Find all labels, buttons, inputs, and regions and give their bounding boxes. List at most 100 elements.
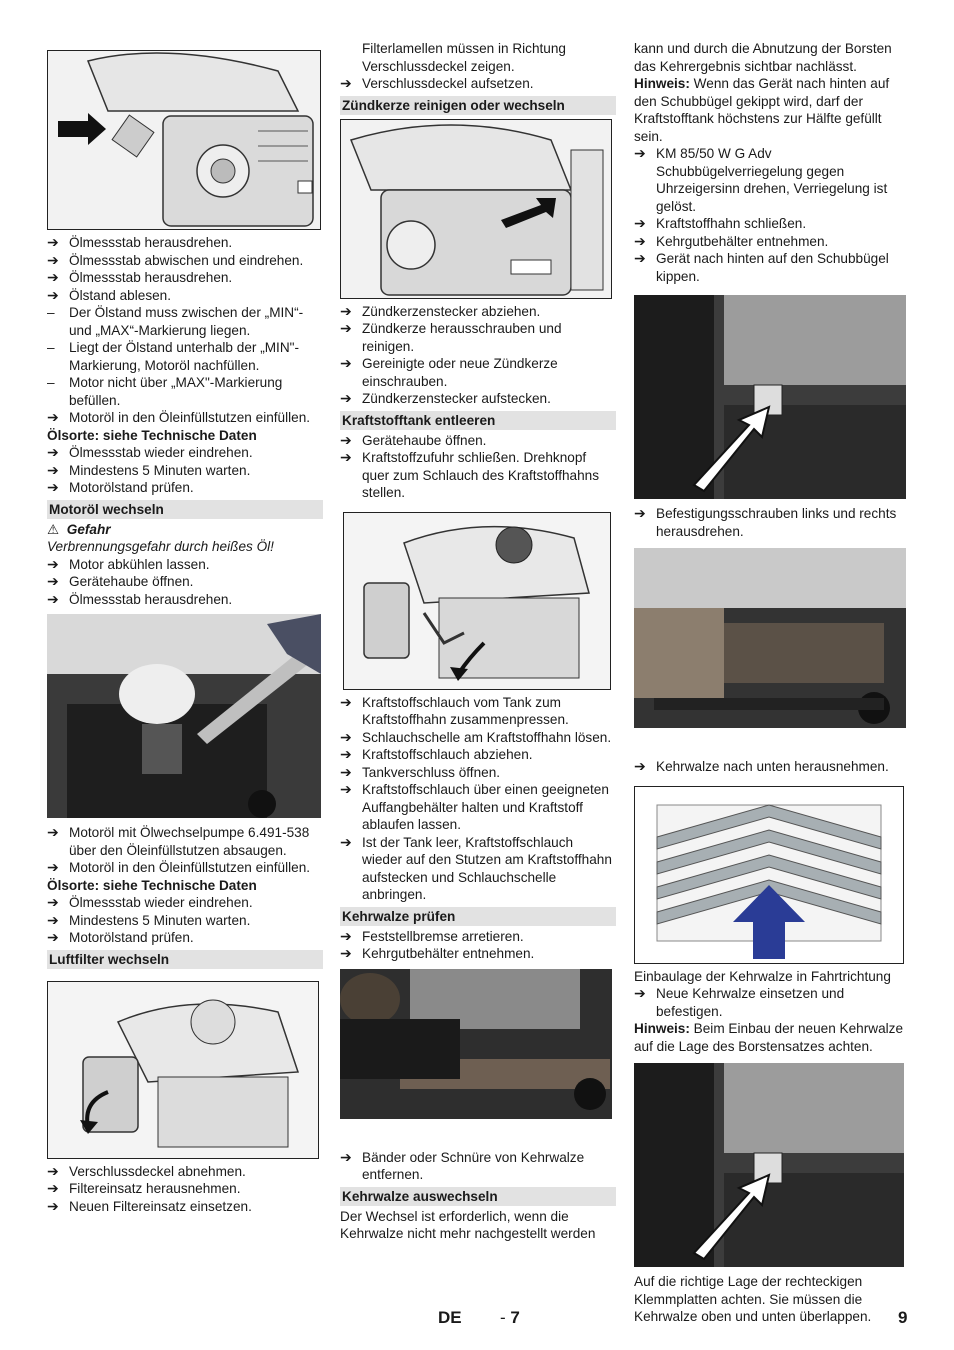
step-item: ➔Zündkerzenstecker abziehen. bbox=[340, 302, 541, 319]
steps-check-oil: ➔Ölmessstab herausdrehen. ➔Ölmessstab ab… bbox=[47, 234, 323, 497]
arrow-right-icon: ➔ bbox=[47, 461, 59, 478]
note-bristles: Hinweis: Beim Einbau der neuen Kehrwalze… bbox=[634, 1021, 904, 1054]
heading-replace-roller: Kehrwalze auswechseln bbox=[340, 1186, 616, 1206]
arrow-right-icon: ➔ bbox=[340, 390, 352, 406]
step-item: ➔Motoröl in den Öleinfüllstutzen einfüll… bbox=[47, 859, 311, 875]
step-item: ➔KM 85/50 W G Adv Schubbügelverriegelung… bbox=[634, 145, 888, 214]
arrow-right-icon: ➔ bbox=[47, 911, 59, 928]
arrow-right-icon: ➔ bbox=[634, 985, 646, 1001]
continued-text: Filterlamellen müssen in Richtung Versch… bbox=[362, 41, 566, 74]
final-text: Auf die richtige Lage der rechteckigen K… bbox=[634, 1274, 872, 1324]
oil-pump-photo bbox=[47, 614, 321, 818]
photo-oil-pump bbox=[47, 614, 321, 818]
figure-install-direction bbox=[634, 785, 904, 964]
step-item: ➔Motoröl mit Ölwechselpumpe 6.491-538 üb… bbox=[47, 824, 310, 858]
step-item: ➔Kehrgutbehälter entnehmen. bbox=[634, 232, 829, 249]
arrow-right-icon: ➔ bbox=[47, 1197, 59, 1214]
caption-install: Einbaulage der Kehrwalze in Fahrtrichtun… bbox=[634, 968, 891, 984]
arrow-right-icon: ➔ bbox=[47, 1162, 59, 1179]
arrow-right-icon: ➔ bbox=[340, 302, 352, 319]
fuel-tank-illustration bbox=[344, 512, 610, 689]
photo-clamp-plates bbox=[634, 1063, 904, 1267]
arrow-right-icon: ➔ bbox=[340, 1148, 352, 1165]
column-left: ➔Ölmessstab herausdrehen. ➔Ölmessstab ab… bbox=[47, 40, 323, 1215]
arrow-right-icon: ➔ bbox=[634, 758, 646, 774]
step-item: ➔Gereinigte oder neue Zündkerze einschra… bbox=[340, 355, 558, 389]
engine-dipstick-illustration bbox=[48, 51, 320, 229]
footer-sheet-number: 9 bbox=[898, 1308, 908, 1327]
step-item: ➔Motoröl in den Öleinfüllstutzen einfüll… bbox=[47, 409, 311, 425]
arrow-right-icon: ➔ bbox=[340, 693, 352, 710]
arrow-right-icon: ➔ bbox=[340, 728, 352, 745]
arrow-right-icon: ➔ bbox=[47, 894, 59, 910]
heading-spark-plug: Zündkerze reinigen oder wechseln bbox=[340, 95, 616, 115]
arrow-right-icon: ➔ bbox=[47, 859, 59, 875]
dash-item: –Der Ölstand muss zwischen der „MIN“- un… bbox=[47, 305, 304, 338]
step-item: ➔Ist der Tank leer, Kraftstoffschlauch w… bbox=[340, 833, 612, 903]
footer-language: DE bbox=[438, 1308, 462, 1327]
step-item: ➔Kehrwalze nach unten herausnehmen. bbox=[634, 758, 889, 774]
arrow-right-icon: ➔ bbox=[47, 444, 59, 460]
arrow-right-icon: ➔ bbox=[47, 286, 59, 303]
clamp-plates-photo bbox=[634, 1063, 904, 1267]
oil-type-label-2: Ölsorte: siehe Technische Daten bbox=[47, 877, 257, 893]
arrow-right-icon: ➔ bbox=[47, 555, 59, 572]
column-middle: Filterlamellen müssen in Richtung Versch… bbox=[340, 40, 616, 1243]
heading-fuel-tank: Kraftstofftank entleeren bbox=[340, 410, 616, 430]
photo-screws bbox=[634, 295, 906, 499]
step-item: ➔Motorölstand prüfen. bbox=[47, 479, 194, 495]
replace-text: Der Wechsel ist erforderlich, wenn die K… bbox=[340, 1208, 596, 1242]
step-item: ➔Mindestens 5 Minuten warten. bbox=[47, 911, 251, 928]
arrow-right-icon: ➔ bbox=[340, 945, 352, 961]
step-item: ➔Kraftstoffhahn schließen. bbox=[634, 215, 807, 231]
step-item: ➔Befestigungsschrauben links und rechts … bbox=[634, 505, 897, 539]
arrow-right-icon: ➔ bbox=[47, 269, 59, 285]
arrow-right-icon: ➔ bbox=[634, 232, 646, 249]
step-item: ➔Motor abkühlen lassen. bbox=[47, 555, 210, 572]
arrow-right-icon: ➔ bbox=[47, 234, 59, 250]
step-item: ➔Neuen Filtereinsatz einsetzen. bbox=[47, 1197, 252, 1214]
arrow-right-icon: ➔ bbox=[47, 409, 59, 425]
figure-air-filter bbox=[47, 980, 319, 1159]
step-item: ➔Kraftstoffschlauch über einen geeignete… bbox=[340, 781, 609, 832]
dash-item: –Liegt der Ölstand unterhalb der „MIN"-M… bbox=[47, 340, 299, 373]
heading-air-filter: Luftfilter wechseln bbox=[47, 949, 323, 969]
arrow-right-icon: ➔ bbox=[634, 215, 646, 231]
arrow-right-icon: ➔ bbox=[340, 355, 352, 371]
arrow-right-icon: ➔ bbox=[340, 320, 352, 336]
danger-label: Gefahr bbox=[66, 521, 111, 537]
step-item: ➔Gerätehaube öffnen. bbox=[340, 431, 487, 448]
step-item: ➔Ölmessstab abwischen und eindrehen. bbox=[47, 251, 304, 268]
photo-check-roller bbox=[340, 968, 612, 1119]
continued-text: kann und durch die Abnutzung der Borsten… bbox=[634, 41, 892, 74]
step-item: ➔Kraftstoffzufuhr schließen. Drehknopf q… bbox=[340, 449, 600, 500]
step-item: ➔Ölstand ablesen. bbox=[47, 286, 172, 303]
warning-triangle-icon: ⚠ bbox=[47, 521, 60, 537]
arrow-right-icon: ➔ bbox=[47, 1180, 59, 1196]
arrow-right-icon: ➔ bbox=[340, 927, 352, 944]
arrow-right-icon: ➔ bbox=[47, 573, 59, 589]
install-direction-diagram bbox=[635, 786, 903, 963]
step-item: ➔Bänder oder Schnüre von Kehrwalze entfe… bbox=[340, 1148, 585, 1183]
arrow-right-icon: ➔ bbox=[47, 590, 59, 607]
step-item: ➔Kraftstoffschlauch abziehen. bbox=[340, 746, 533, 762]
step-item: ➔Tankverschluss öffnen. bbox=[340, 763, 501, 780]
arrow-right-icon: ➔ bbox=[340, 449, 352, 465]
dash-item: –Motor nicht über „MAX"-Markierung befül… bbox=[47, 375, 283, 408]
step-item: ➔Ölmessstab herausdrehen. bbox=[47, 269, 233, 285]
step-item: ➔Gerätehaube öffnen. bbox=[47, 573, 194, 589]
check-roller-photo bbox=[340, 968, 612, 1119]
figure-oil-dipstick bbox=[47, 50, 321, 230]
arrow-right-icon: ➔ bbox=[47, 929, 59, 945]
arrow-right-icon: ➔ bbox=[634, 145, 646, 161]
roller-screw-photo bbox=[634, 295, 906, 499]
step-item: ➔Ölmessstab wieder eindrehen. bbox=[47, 444, 253, 460]
heading-oil-change: Motoröl wechseln bbox=[47, 499, 323, 519]
step-item: ➔Gerät nach hinten auf den Schubbügel ki… bbox=[634, 250, 889, 284]
arrow-right-icon: ➔ bbox=[47, 251, 59, 268]
step-item: ➔Kehrgutbehälter entnehmen. bbox=[340, 945, 535, 961]
step-item: ➔Ölmessstab herausdrehen. bbox=[47, 590, 233, 607]
arrow-right-icon: ➔ bbox=[340, 75, 352, 91]
oil-type-label: Ölsorte: siehe Technische Daten bbox=[47, 427, 257, 443]
arrow-right-icon: ➔ bbox=[634, 505, 646, 521]
